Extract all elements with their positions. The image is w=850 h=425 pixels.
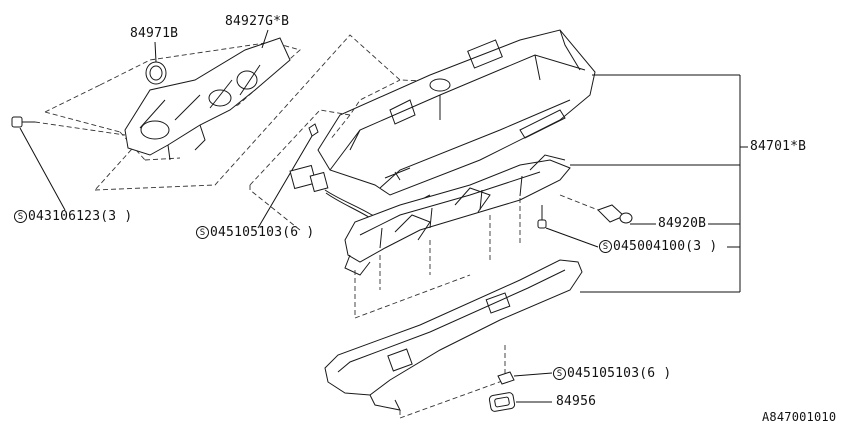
label-assembly: 84701*B (750, 139, 807, 154)
clip-bottom-code: 045105103(6 ) (567, 366, 672, 381)
screw-left (11, 116, 126, 211)
screw-left-code: 043106123(3 ) (28, 209, 133, 224)
mounting-bracket (44, 29, 456, 191)
lamp-housing (317, 29, 596, 196)
clip-bottom (497, 371, 553, 385)
grommet (145, 61, 167, 85)
bulb (559, 194, 656, 225)
label-bracket: 84927G*B (225, 14, 290, 29)
figure-id: A847001010 (762, 410, 837, 424)
s-symbol-icon: S (553, 367, 566, 380)
screw-right (537, 205, 599, 248)
reflector-frame (344, 154, 571, 276)
label-grommet: 84971B (130, 26, 179, 41)
lower-cover (324, 259, 583, 411)
screw-right-code: 045004100(3 ) (613, 239, 718, 254)
pad (488, 392, 552, 412)
clip-mid (257, 123, 319, 229)
label-pad: 84956 (556, 394, 597, 409)
assembly-bracket-lines (570, 74, 748, 293)
s-symbol-icon: S (196, 226, 209, 239)
clip-mid-code: 045105103(6 ) (210, 225, 315, 240)
s-symbol-icon: S (14, 210, 27, 223)
label-bulb: 84920B (658, 216, 707, 231)
wire-harness (289, 164, 431, 220)
s-symbol-icon: S (599, 240, 612, 253)
